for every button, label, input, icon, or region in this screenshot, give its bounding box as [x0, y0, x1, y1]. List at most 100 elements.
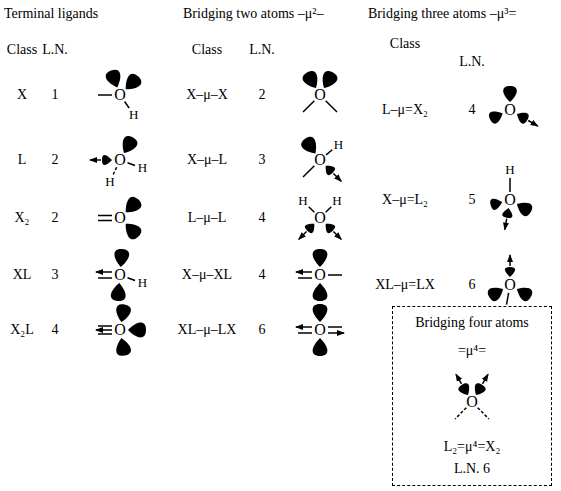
oxygen-atom: O	[314, 86, 326, 104]
panel-text: =μ⁴=	[393, 343, 551, 358]
oxygen-atom: O	[314, 151, 326, 169]
class-label: 4	[259, 267, 266, 282]
orbital-lobe	[486, 283, 507, 303]
oxygen-atom: O	[466, 393, 478, 411]
bond-line	[326, 150, 332, 155]
dative-arrow	[296, 326, 312, 328]
orbital-lobe	[514, 109, 530, 125]
bond-line	[326, 207, 332, 213]
orbital-lobe	[313, 304, 328, 322]
bond-line	[328, 326, 342, 328]
class-label: XL	[13, 267, 32, 282]
bond-line	[303, 166, 314, 177]
orbital-lobe	[128, 323, 146, 338]
class-label: 6	[259, 322, 266, 337]
bond-line	[455, 408, 466, 419]
oxygen-atom: O	[504, 191, 516, 209]
dative-arrow	[90, 159, 101, 161]
orbital-lobe	[113, 248, 129, 267]
dative-arrow	[328, 332, 344, 334]
class-label: 4	[259, 210, 266, 225]
orbital-lobe	[487, 108, 505, 125]
section-heading: Bridging three atoms –μ³=	[368, 6, 516, 21]
hydrogen-atom: H	[138, 161, 147, 175]
class-label: 5	[469, 192, 476, 207]
column-heading: Class	[390, 36, 420, 51]
hydrogen-atom: H	[105, 175, 114, 189]
column-heading: Class	[7, 42, 37, 57]
class-label: X₂	[15, 210, 30, 225]
hydrogen-atom: H	[298, 194, 307, 208]
oxygen-atom: O	[114, 266, 126, 284]
dative-arrow	[509, 255, 511, 266]
class-label: X–μ=L₂	[382, 192, 428, 207]
class-label: X₂L	[10, 322, 34, 337]
oxygen-atom: O	[114, 86, 126, 104]
oxygen-atom: O	[114, 151, 126, 169]
orbital-lobe	[502, 207, 514, 219]
panel-text: L.N. 6	[393, 461, 551, 476]
column-heading: Class	[192, 42, 222, 57]
dative-arrow	[299, 231, 307, 239]
bond-line	[98, 94, 112, 96]
bond-line	[128, 163, 136, 166]
class-label: L–μ–L	[188, 210, 227, 225]
oxygen-atom: O	[314, 321, 326, 339]
class-label: XL–μ–LX	[178, 322, 237, 337]
orbital-lobe	[514, 283, 535, 303]
dative-arrow	[96, 329, 112, 331]
class-label: 4	[52, 322, 59, 337]
oxygen-atom: O	[504, 101, 516, 119]
class-label: 3	[52, 267, 59, 282]
oxygen-atom: O	[314, 266, 326, 284]
class-label: 6	[469, 277, 476, 292]
oxygen-atom: O	[114, 321, 126, 339]
oxygen-atom: O	[114, 209, 126, 227]
hydrogen-atom: H	[505, 163, 514, 177]
hydrogen-atom: H	[138, 276, 147, 290]
class-label: X–μ–X	[186, 87, 228, 102]
dative-arrow	[96, 271, 112, 273]
orbital-lobe	[110, 282, 126, 301]
bond-line	[98, 325, 112, 327]
panel-heading: Bridging four atoms	[393, 315, 551, 330]
section-heading: Terminal ligands	[4, 6, 98, 21]
orbital-lobe	[313, 249, 328, 267]
orbital-lobe	[505, 267, 515, 277]
orbital-lobe	[503, 86, 517, 102]
orbital-lobe	[313, 283, 328, 301]
dative-arrow	[296, 271, 312, 273]
class-label: X–μ–XL	[182, 267, 232, 282]
orbital-lobe	[313, 338, 328, 356]
panel-text: L₂=μ⁴=X₂	[393, 439, 551, 454]
dative-arrow	[528, 121, 538, 127]
bond-line	[309, 207, 315, 213]
hydrogen-atom: H	[129, 108, 138, 122]
bond-line	[98, 333, 112, 335]
bond-line	[98, 220, 112, 222]
dative-arrow	[505, 219, 507, 230]
bond-line	[478, 408, 489, 419]
bond-line	[128, 278, 136, 281]
dative-arrow	[483, 374, 489, 384]
dative-arrow	[333, 173, 341, 181]
hydrogen-atom: H	[332, 194, 341, 208]
class-label: X	[17, 87, 27, 102]
class-label: 1	[52, 87, 59, 102]
bond-line	[326, 101, 337, 112]
class-label: XL–μ=LX	[375, 277, 435, 292]
orbital-lobe	[114, 303, 132, 323]
dative-arrow	[333, 231, 341, 239]
bond-line	[507, 293, 509, 305]
column-heading: L.N.	[42, 42, 68, 57]
section-heading: Bridging two atoms –μ²–	[183, 6, 323, 21]
bond-line	[298, 277, 312, 279]
bond-line	[298, 332, 312, 334]
orbital-lobe	[114, 337, 132, 357]
dative-arrow	[456, 374, 462, 384]
bond-line	[303, 101, 314, 112]
class-label: 2	[52, 210, 59, 225]
oxygen-atom: O	[504, 276, 516, 294]
hydrogen-atom: H	[334, 137, 343, 151]
